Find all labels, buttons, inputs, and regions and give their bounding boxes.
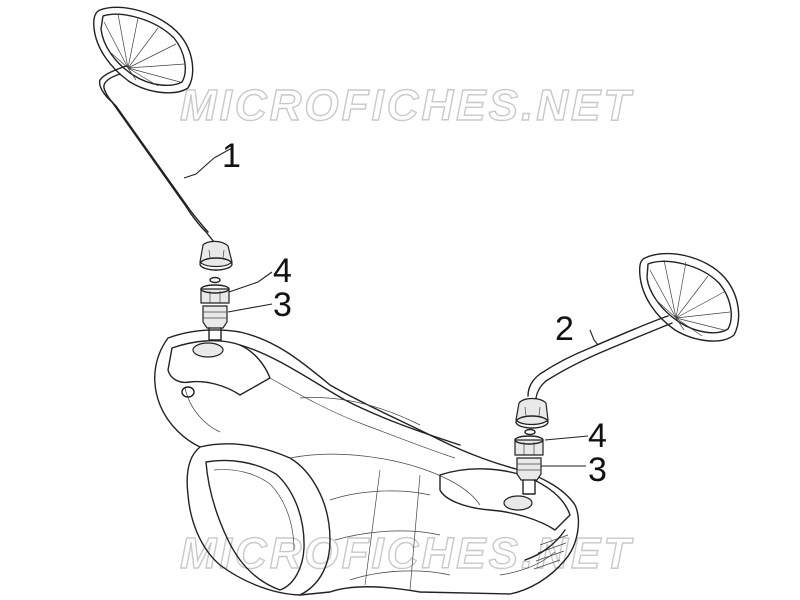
- right-rear-view-mirror: [515, 252, 740, 429]
- watermark-top: MICROFICHES.NET: [180, 81, 633, 130]
- leader-3a: [227, 303, 273, 313]
- leader-4a: [228, 271, 273, 293]
- handlebar-cover: [154, 329, 580, 596]
- callout-2: 2: [555, 310, 574, 348]
- callout-4-left: 4: [273, 252, 292, 290]
- leader-1: [183, 157, 215, 179]
- leader-4b: [544, 435, 589, 441]
- callout-4-right: 4: [588, 417, 607, 455]
- callout-1: 1: [222, 137, 241, 175]
- left-mirror-adapter: [202, 305, 228, 341]
- callout-3-left: 3: [273, 286, 292, 324]
- left-rear-view-mirror: [93, 6, 233, 271]
- right-mirror-nut: [514, 428, 544, 456]
- callout-3-right: 3: [588, 451, 607, 489]
- leader-lines: [183, 147, 599, 467]
- left-mirror-nut: [200, 276, 230, 304]
- right-mirror-adapter: [516, 457, 542, 495]
- leader-1-tail: [213, 147, 233, 159]
- leader-2: [589, 329, 599, 346]
